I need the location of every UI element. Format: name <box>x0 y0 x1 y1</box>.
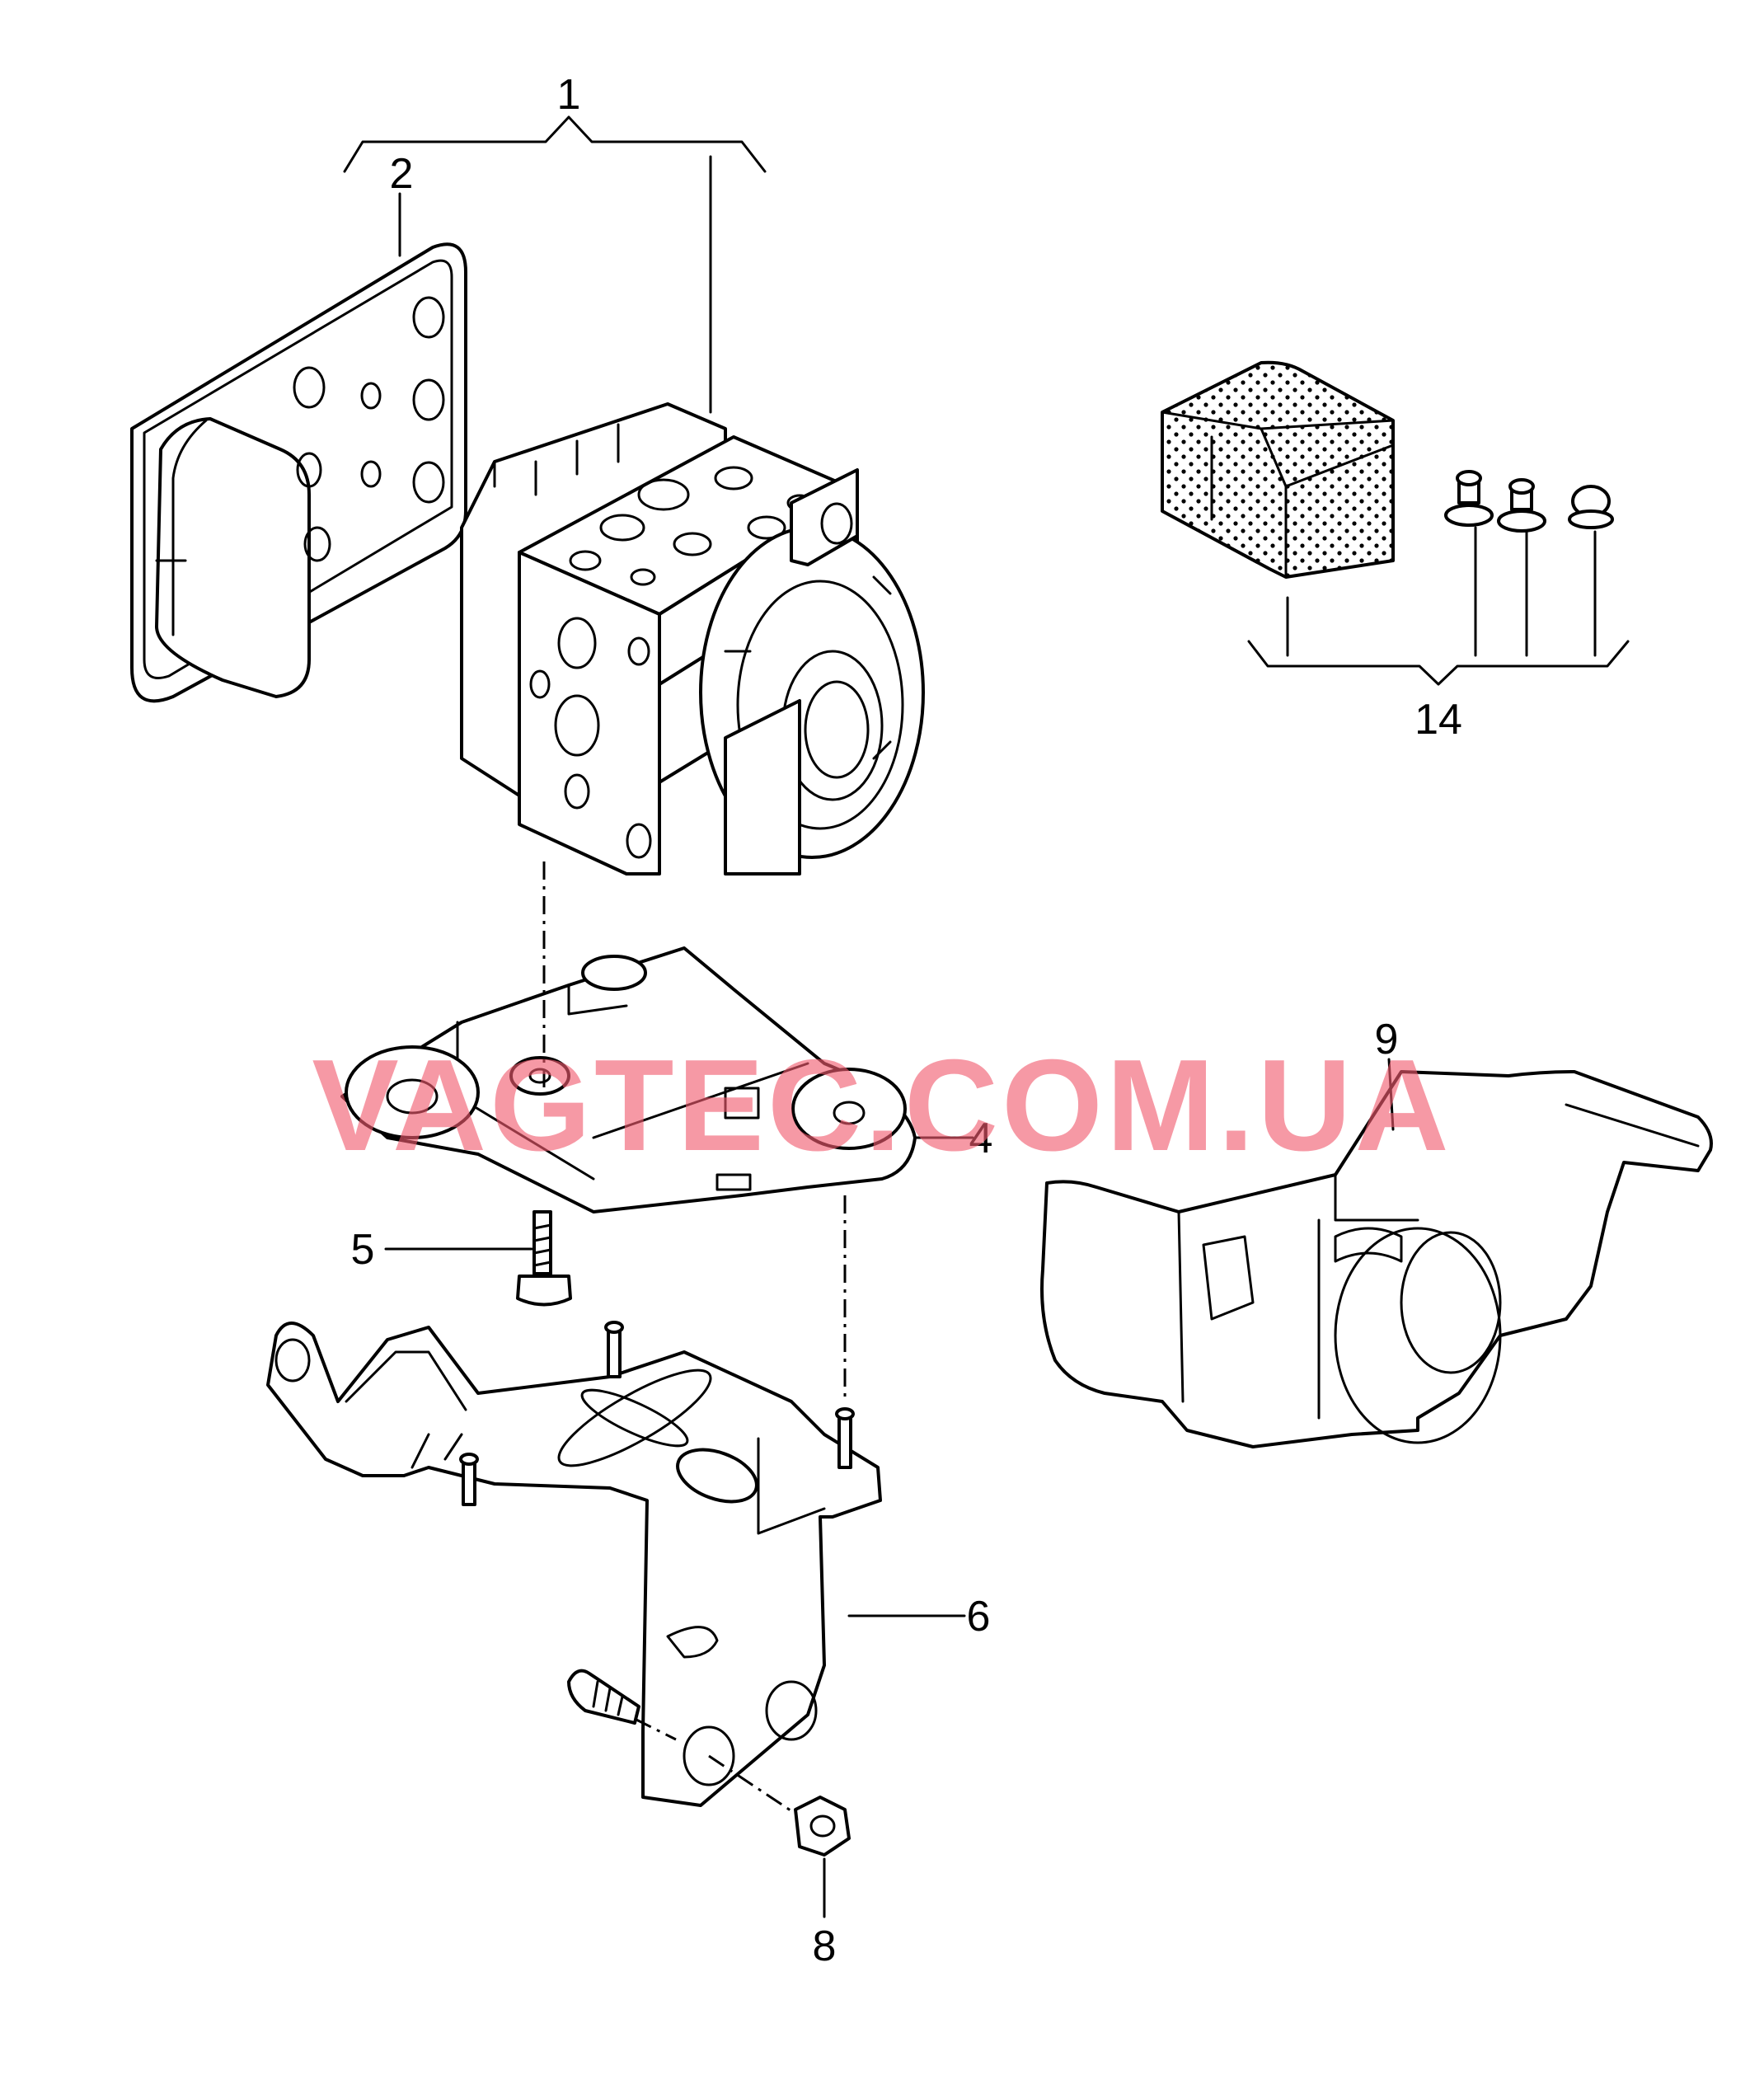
watermark: VAGTEC.COM.UA <box>312 1033 1452 1178</box>
alignment-lines <box>542 861 847 1815</box>
callout-2: 2 <box>390 150 414 198</box>
callout-1: 1 <box>557 71 581 119</box>
clip-3 <box>1568 485 1614 529</box>
callout-6: 6 <box>967 1593 991 1641</box>
abs-unit-part-1 <box>460 402 925 876</box>
bracket-part-6 <box>266 1321 882 1807</box>
cover-part-9 <box>1040 1070 1713 1448</box>
leader-lines <box>343 115 1630 1918</box>
mounting-plate-part-4 <box>340 946 917 1214</box>
callout-14: 14 <box>1414 696 1462 744</box>
control-unit-part-2 <box>130 242 467 703</box>
clip-1 <box>1444 470 1494 527</box>
callout-4: 4 <box>969 1115 993 1162</box>
bolt-part-5 <box>516 1210 572 1307</box>
pad-kit-part-14 <box>1161 360 1614 579</box>
callout-9: 9 <box>1375 1016 1399 1063</box>
callout-8: 8 <box>813 1922 837 1970</box>
clip-2 <box>1497 478 1546 533</box>
callout-5: 5 <box>351 1226 375 1274</box>
nut-part-8 <box>794 1796 851 1857</box>
